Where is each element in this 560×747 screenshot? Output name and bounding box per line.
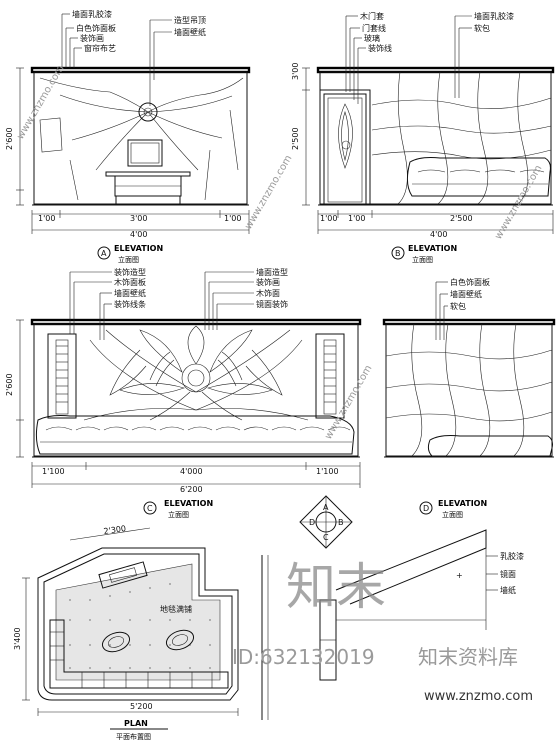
subtitle-c: 立面图 [168, 510, 189, 519]
elevation-a: 墙面乳胶漆 白色饰面板 装饰画 窗帘布艺 造型吊顶 墙面壁纸 1'00 3'00… [5, 9, 251, 264]
svg-text:白色饰面板: 白色饰面板 [76, 23, 116, 33]
dim-c-total: 6'200 [180, 485, 203, 494]
plan-dim-width: 5'200 [130, 702, 153, 711]
svg-text:门套线: 门套线 [362, 23, 386, 33]
plan-dim-depth: 3'400 [13, 627, 22, 650]
svg-text:墙面壁纸: 墙面壁纸 [174, 27, 206, 37]
section-label-2: 镜面 [500, 569, 516, 579]
svg-text:C: C [323, 533, 329, 542]
svg-text:B: B [395, 249, 401, 258]
svg-text:玻璃: 玻璃 [364, 33, 380, 43]
svg-text:窗帘布艺: 窗帘布艺 [84, 43, 116, 53]
dim-b-2: 1'00 [348, 214, 365, 223]
svg-text:D: D [423, 504, 429, 513]
svg-text:+: + [456, 571, 463, 580]
plan-dim-diag: 2'300 [103, 524, 127, 536]
height-b1: 3'00 [291, 63, 300, 80]
svg-text:镜面装饰: 镜面装饰 [256, 299, 288, 309]
dim-a-total: 4'00 [130, 230, 147, 239]
height-b2: 2'500 [291, 127, 300, 150]
title-c: ELEVATION [164, 499, 213, 508]
floor-plan: 地毯满铺 5'200 3'400 2'300 PLAN 平面布置图 [13, 524, 239, 741]
title-b: ELEVATION [408, 244, 457, 253]
elevation-c: 装饰造型 木饰面板 墙面壁纸 装饰线条 墙面造型 装饰画 木饰面 镜面装饰 1'… [5, 267, 362, 519]
subtitle-d: 立面图 [442, 510, 463, 519]
section-label-1: 乳胶漆 [500, 551, 524, 561]
dim-b-total: 4'00 [430, 230, 447, 239]
svg-text:装饰造型: 装饰造型 [114, 267, 146, 277]
watermark-id: ID:632132019 [232, 645, 375, 669]
plan-subtitle: 平面布置图 [116, 732, 151, 741]
elevation-d: 白色饰面板 墙面壁纸 软包 D ELEVATION 立面图 [382, 277, 556, 519]
svg-text:C: C [147, 504, 153, 513]
svg-text:墙面乳胶漆: 墙面乳胶漆 [474, 11, 514, 21]
svg-text:木饰面: 木饰面 [256, 288, 280, 298]
svg-text:装饰画: 装饰画 [256, 277, 280, 287]
plan-title: PLAN [124, 719, 148, 728]
svg-text:软包: 软包 [450, 301, 466, 311]
title-d: ELEVATION [438, 499, 487, 508]
svg-text:装饰线: 装饰线 [368, 43, 392, 53]
dim-a-3: 1'00 [224, 214, 241, 223]
dim-b-3: 2'500 [450, 214, 473, 223]
elevation-b: 木门套 门套线 玻璃 装饰线 墙面乳胶漆 软包 1'00 1'00 2'500 … [291, 11, 555, 264]
title-a: ELEVATION [114, 244, 163, 253]
svg-text:装饰画: 装饰画 [80, 33, 104, 43]
watermark-site-2: www.znzmo.com [243, 153, 294, 231]
dim-a-2: 3'00 [130, 214, 147, 223]
svg-text:软包: 软包 [474, 23, 490, 33]
dim-b-1: 1'00 [320, 214, 337, 223]
plan-floor-note: 地毯满铺 [160, 604, 192, 614]
watermark-site-footer: www.znzmo.com [424, 689, 533, 704]
dim-c-1: 1'100 [42, 467, 65, 476]
svg-text:D: D [309, 518, 315, 527]
dim-a-1: 1'00 [38, 214, 55, 223]
svg-text:A: A [323, 503, 329, 512]
svg-text:木饰面板: 木饰面板 [114, 277, 146, 287]
elevation-key: A B C D [299, 495, 353, 549]
watermark-site-4: www.znzmo.com [323, 363, 374, 441]
svg-text:墙面造型: 墙面造型 [256, 267, 288, 277]
svg-text:装饰线条: 装饰线条 [114, 299, 146, 309]
dim-c-2: 4'000 [180, 467, 203, 476]
watermark-logo: 知末 [286, 558, 386, 616]
subtitle-a: 立面图 [118, 255, 139, 264]
svg-text:木门套: 木门套 [360, 11, 384, 21]
svg-text:A: A [101, 249, 107, 258]
svg-text:墙面壁纸: 墙面壁纸 [114, 288, 146, 298]
section-label-3: 墙纸 [500, 585, 516, 595]
dim-c-3: 1'100 [316, 467, 339, 476]
subtitle-b: 立面图 [412, 255, 433, 264]
svg-text:墙面乳胶漆: 墙面乳胶漆 [72, 9, 112, 19]
svg-text:白色饰面板: 白色饰面板 [450, 277, 490, 287]
watermark-cn: 知末资料库 [418, 645, 518, 669]
section-detail: 乳胶漆 镜面 墙纸 + [261, 529, 524, 720]
height-a: 2'600 [5, 127, 14, 150]
svg-text:B: B [338, 518, 344, 527]
svg-text:墙面壁纸: 墙面壁纸 [450, 289, 482, 299]
svg-text:造型吊顶: 造型吊顶 [174, 15, 206, 25]
height-c: 2'600 [5, 373, 14, 396]
